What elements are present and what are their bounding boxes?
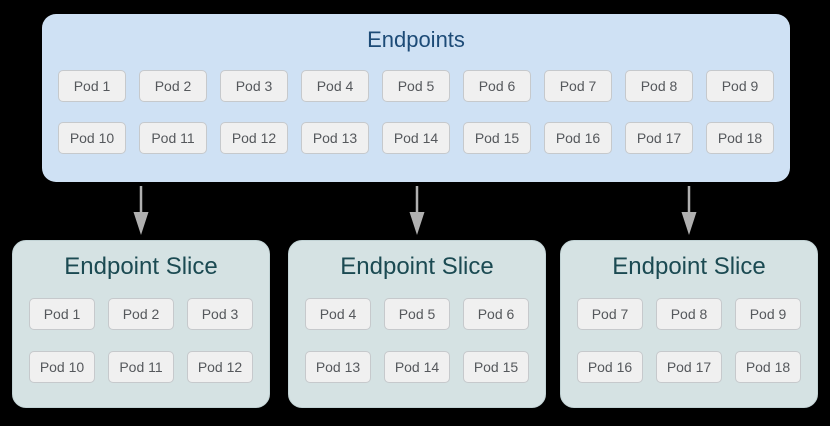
pod-box: Pod 16 — [577, 351, 643, 383]
pod-box: Pod 16 — [544, 122, 612, 154]
pod-box: Pod 17 — [656, 351, 722, 383]
pod-box: Pod 2 — [139, 70, 207, 102]
pod-box: Pod 8 — [656, 298, 722, 330]
pod-box: Pod 1 — [29, 298, 95, 330]
pod-box: Pod 2 — [108, 298, 174, 330]
pod-box: Pod 18 — [735, 351, 801, 383]
pod-box: Pod 10 — [29, 351, 95, 383]
endpoint-slice-title: Endpoint Slice — [340, 253, 494, 280]
endpoints-title: Endpoints — [367, 27, 465, 52]
pod-box: Pod 3 — [187, 298, 253, 330]
pod-box: Pod 6 — [463, 70, 531, 102]
endpoints-pod-row-1: Pod 1 Pod 2 Pod 3 Pod 4 Pod 5 Pod 6 Pod … — [42, 70, 790, 102]
slice-pod-row-2: Pod 10 Pod 11 Pod 12 — [13, 351, 269, 383]
pod-box: Pod 7 — [577, 298, 643, 330]
endpoint-slice-box-2: Endpoint Slice Pod 4 Pod 5 Pod 6 Pod 13 … — [288, 240, 546, 408]
arrow-down-icon — [409, 186, 425, 235]
pod-box: Pod 5 — [384, 298, 450, 330]
endpoint-slice-title: Endpoint Slice — [612, 253, 766, 280]
pod-box: Pod 15 — [463, 351, 529, 383]
pod-box: Pod 15 — [463, 122, 531, 154]
endpoint-slice-box-1: Endpoint Slice Pod 1 Pod 2 Pod 3 Pod 10 … — [12, 240, 270, 408]
arrow-down-icon — [681, 186, 697, 235]
pod-box: Pod 4 — [305, 298, 371, 330]
pod-box: Pod 1 — [58, 70, 126, 102]
pod-box: Pod 10 — [58, 122, 126, 154]
slice-pod-row-2: Pod 16 Pod 17 Pod 18 — [561, 351, 817, 383]
arrow-down-icon — [133, 186, 149, 235]
endpoints-pod-row-2: Pod 10 Pod 11 Pod 12 Pod 13 Pod 14 Pod 1… — [42, 122, 790, 154]
pod-box: Pod 17 — [625, 122, 693, 154]
pod-box: Pod 11 — [108, 351, 174, 383]
pod-box: Pod 4 — [301, 70, 369, 102]
endpoints-box: Endpoints Pod 1 Pod 2 Pod 3 Pod 4 Pod 5 … — [42, 14, 790, 182]
endpoint-slice-box-3: Endpoint Slice Pod 7 Pod 8 Pod 9 Pod 16 … — [560, 240, 818, 408]
slice-pod-row-1: Pod 4 Pod 5 Pod 6 — [289, 298, 545, 330]
pod-box: Pod 3 — [220, 70, 288, 102]
pod-box: Pod 11 — [139, 122, 207, 154]
pod-box: Pod 9 — [735, 298, 801, 330]
pod-box: Pod 12 — [220, 122, 288, 154]
pod-box: Pod 6 — [463, 298, 529, 330]
pod-box: Pod 13 — [301, 122, 369, 154]
pod-box: Pod 12 — [187, 351, 253, 383]
slice-pod-row-1: Pod 7 Pod 8 Pod 9 — [561, 298, 817, 330]
slice-pod-row-2: Pod 13 Pod 14 Pod 15 — [289, 351, 545, 383]
pod-box: Pod 14 — [382, 122, 450, 154]
endpoint-slice-title: Endpoint Slice — [64, 253, 218, 280]
pod-box: Pod 18 — [706, 122, 774, 154]
pod-box: Pod 5 — [382, 70, 450, 102]
slice-pod-row-1: Pod 1 Pod 2 Pod 3 — [13, 298, 269, 330]
pod-box: Pod 14 — [384, 351, 450, 383]
pod-box: Pod 9 — [706, 70, 774, 102]
pod-box: Pod 13 — [305, 351, 371, 383]
pod-box: Pod 8 — [625, 70, 693, 102]
pod-box: Pod 7 — [544, 70, 612, 102]
